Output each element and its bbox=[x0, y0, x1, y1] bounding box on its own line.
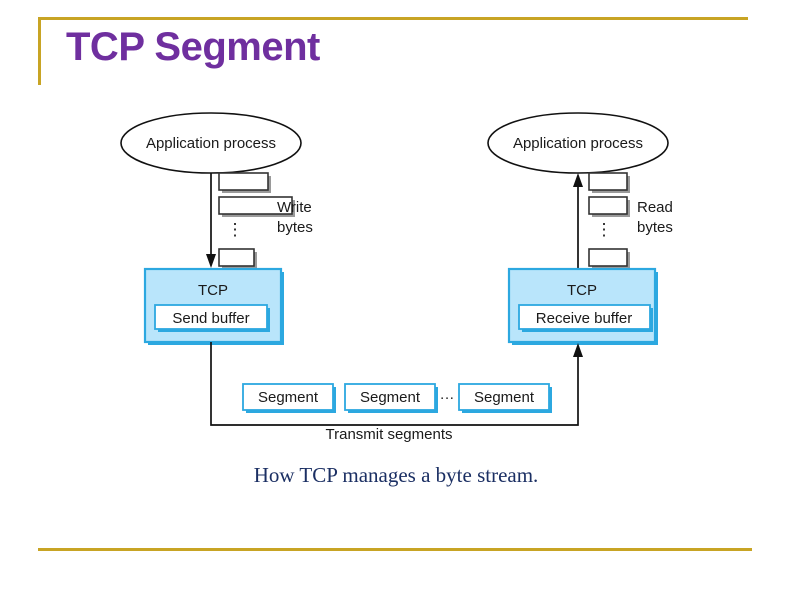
segment-box-2 bbox=[344, 383, 436, 411]
transmit-segments-label: Transmit segments bbox=[326, 426, 453, 443]
right-direction-label-line1: Read bbox=[637, 199, 673, 216]
transmit-path-arrow-head bbox=[573, 343, 583, 357]
right-tcp-label: TCP bbox=[567, 282, 597, 299]
title-rule-left bbox=[38, 17, 41, 85]
right-receive-buffer-box bbox=[518, 304, 651, 330]
right-byte-ellipsis: ⋮ bbox=[596, 220, 613, 239]
left-byte-box-2 bbox=[218, 196, 293, 215]
page-title: TCP Segment bbox=[66, 25, 320, 69]
left-byte-box-1 bbox=[218, 172, 269, 191]
right-read-arrow-head bbox=[573, 173, 583, 187]
left-tcp-label: TCP bbox=[198, 282, 228, 299]
left-application-process-label: Application process bbox=[146, 135, 276, 152]
tcp-byte-stream-figure: Application process ⋮ Write bytes TCP Se… bbox=[0, 95, 792, 455]
left-byte-ellipsis: ⋮ bbox=[227, 220, 244, 239]
figure-caption: How TCP manages a byte stream. bbox=[253, 463, 539, 487]
left-direction-label-line1: Write bbox=[277, 199, 312, 216]
segment-box-3-label: Segment bbox=[474, 389, 535, 406]
segments-ellipsis: ··· bbox=[440, 390, 455, 406]
left-byte-box-3 bbox=[218, 248, 255, 267]
right-byte-box-2 bbox=[588, 196, 628, 215]
right-byte-box-3 bbox=[588, 248, 628, 267]
segment-box-2-label: Segment bbox=[360, 389, 421, 406]
segment-box-1 bbox=[242, 383, 334, 411]
left-write-arrow-head bbox=[206, 254, 216, 268]
footer-rule bbox=[38, 548, 752, 551]
right-application-process-label: Application process bbox=[513, 135, 643, 152]
right-direction-label-line2: bytes bbox=[637, 219, 673, 236]
right-receive-buffer-label: Receive buffer bbox=[536, 310, 632, 327]
title-rule-top bbox=[38, 17, 748, 20]
transmit-path-line bbox=[210, 342, 579, 426]
left-send-buffer-box bbox=[154, 304, 268, 330]
segment-box-1-label: Segment bbox=[258, 389, 319, 406]
right-byte-box-1 bbox=[588, 172, 628, 191]
left-direction-label-line2: bytes bbox=[277, 219, 313, 236]
left-send-buffer-label: Send buffer bbox=[172, 310, 249, 327]
segment-box-3 bbox=[458, 383, 550, 411]
